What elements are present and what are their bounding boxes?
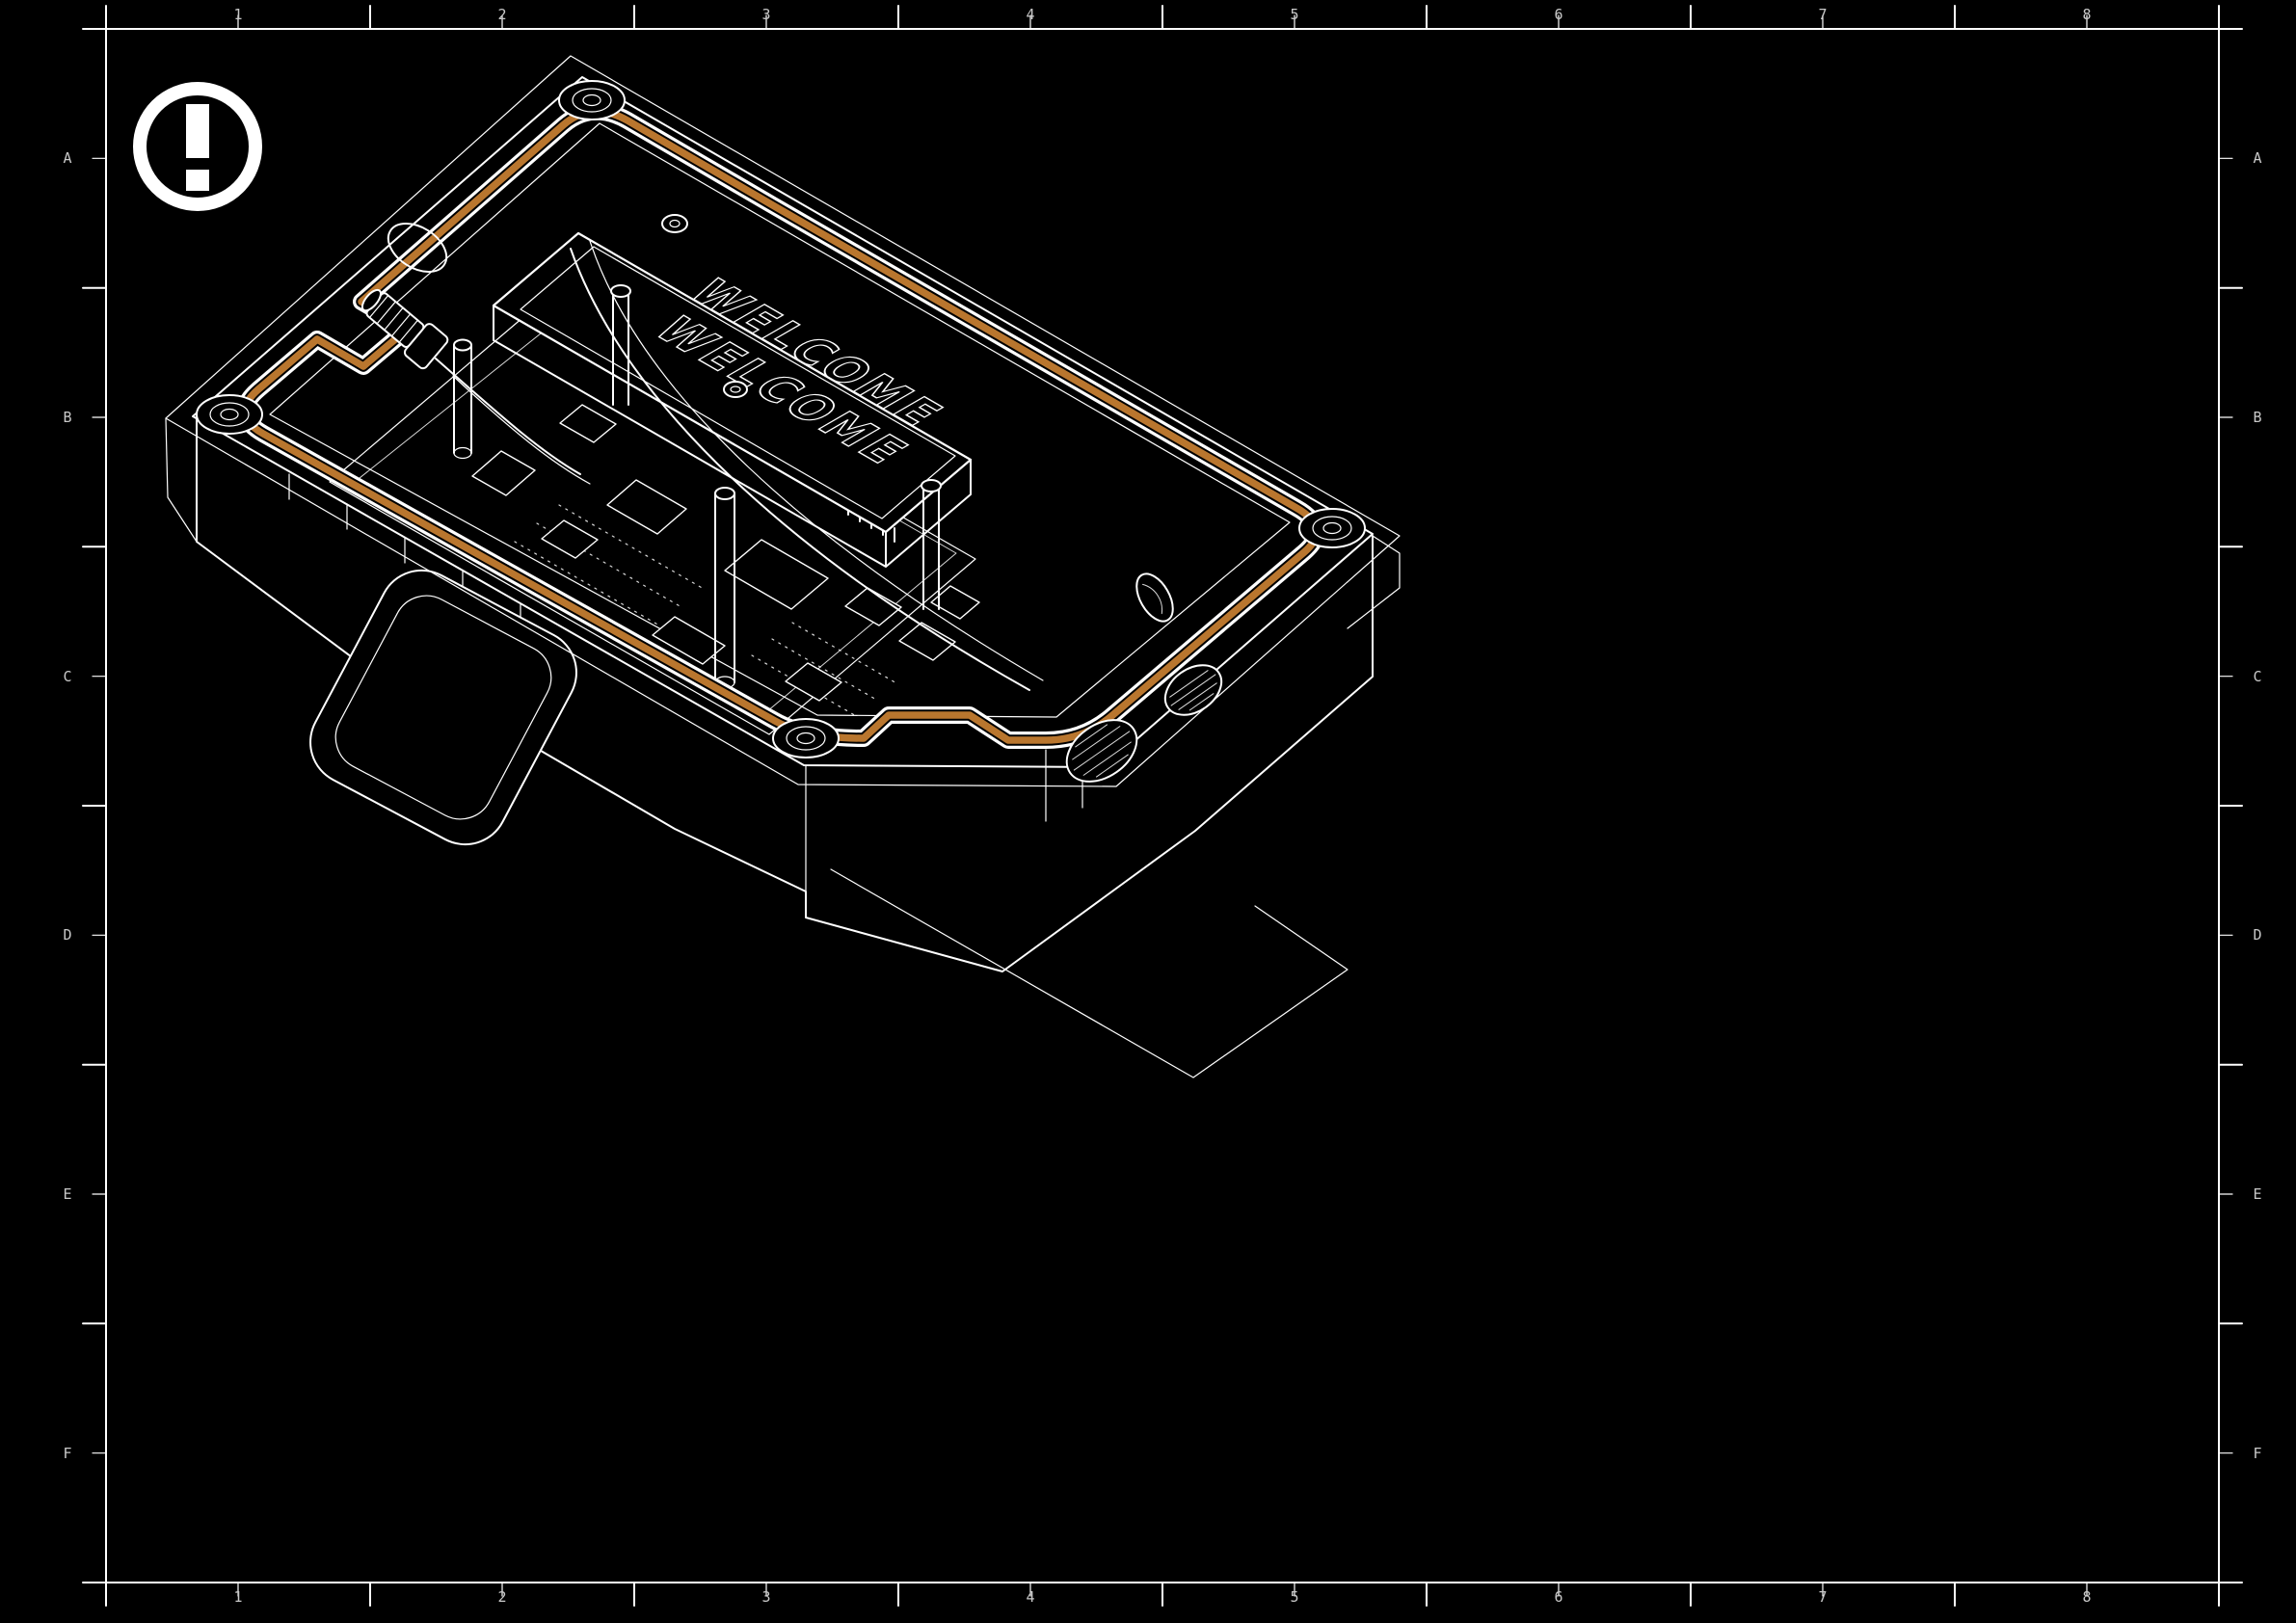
standoff-top xyxy=(610,284,631,298)
cable-wire xyxy=(435,358,581,475)
inner-wall-verticals xyxy=(805,749,1083,892)
warning-exclamation-bar xyxy=(186,104,209,158)
standoff-sides xyxy=(453,344,472,454)
zone-label: D xyxy=(63,926,71,944)
curved-cover-edge xyxy=(589,240,1044,681)
zone-label: B xyxy=(63,409,71,426)
standoff-sides xyxy=(922,485,940,610)
threaded-hole xyxy=(1065,719,1138,783)
lid-flap xyxy=(309,569,577,846)
zone-label: D xyxy=(2253,926,2261,944)
zone-label: 7 xyxy=(1818,6,1827,23)
enclosure-assembly-drawing: WELCOME WELCOME xyxy=(165,55,1401,1078)
standoff-top xyxy=(921,479,942,492)
zone-label: 4 xyxy=(1026,6,1034,23)
zone-label: 7 xyxy=(1818,1588,1827,1606)
standoff-cylinder xyxy=(921,479,942,610)
flange-oval-hole xyxy=(387,223,448,273)
lid-flap-outline xyxy=(309,569,577,846)
right-rim-step xyxy=(1347,535,1401,629)
standoff-top xyxy=(714,487,735,500)
zone-label: E xyxy=(63,1185,71,1203)
zone-label: 8 xyxy=(2082,1588,2091,1606)
screw-boss xyxy=(1298,508,1366,548)
zone-label: 6 xyxy=(1554,1588,1562,1606)
zone-label: 3 xyxy=(761,6,770,23)
cable-wire xyxy=(452,375,591,485)
warning-ring xyxy=(133,82,262,211)
zone-label: A xyxy=(63,149,71,167)
zone-label: B xyxy=(2253,409,2261,426)
zone-label: C xyxy=(63,668,71,685)
screw-boss xyxy=(196,394,263,435)
small-screw xyxy=(723,381,748,398)
exclamation-circle-icon xyxy=(133,82,262,211)
zone-label: E xyxy=(2253,1185,2261,1203)
zone-label: 2 xyxy=(497,1588,506,1606)
screw-boss xyxy=(558,80,626,120)
gland-tip xyxy=(360,288,382,312)
lower-wall-silhouette xyxy=(535,535,1374,972)
lid-flap-inner-line xyxy=(334,595,552,820)
standoff-cylinder xyxy=(714,487,735,689)
screw-boss xyxy=(772,718,840,758)
frame-major-ticks xyxy=(82,5,2243,1607)
lower-shell-open-edge xyxy=(830,868,1348,1078)
standoff-sides xyxy=(612,290,629,406)
zone-label: 6 xyxy=(1554,6,1562,23)
zone-label: 4 xyxy=(1026,1588,1034,1606)
standoff-base xyxy=(453,446,472,460)
zone-label: 1 xyxy=(233,1588,242,1606)
frame-minor-ticks xyxy=(92,14,2233,1597)
zone-label: F xyxy=(2253,1445,2261,1462)
standoff-cylinder xyxy=(453,338,472,460)
zone-label: 5 xyxy=(1290,1588,1298,1606)
pcb-components xyxy=(471,404,980,702)
zone-label: 1 xyxy=(233,6,242,23)
cover-plate-inner-line xyxy=(520,246,956,519)
zone-label: C xyxy=(2253,668,2261,685)
gland-threads xyxy=(368,294,418,343)
zone-label: 3 xyxy=(761,1588,770,1606)
cable-gland-connector xyxy=(360,288,449,370)
left-wall-silhouette xyxy=(196,415,379,678)
zone-label: A xyxy=(2253,149,2261,167)
teardrop-boss xyxy=(1135,572,1174,623)
standoff-sides xyxy=(714,492,735,683)
curved-cover-edge xyxy=(570,248,1030,691)
zone-label: F xyxy=(63,1445,71,1462)
rim-outline xyxy=(192,76,1374,768)
outer-wall-edge xyxy=(165,417,198,543)
zone-label: 2 xyxy=(497,6,506,23)
zone-label: 5 xyxy=(1290,6,1298,23)
pcb-perforated-area xyxy=(751,622,899,718)
wall-depth-ticks xyxy=(288,473,521,629)
zone-label: 8 xyxy=(2082,6,2091,23)
small-screw xyxy=(661,214,688,233)
standoff-top xyxy=(453,338,472,352)
warning-exclamation-dot xyxy=(186,170,209,191)
standoff-cylinder xyxy=(610,284,631,406)
rim-outline-outer xyxy=(165,55,1401,787)
cover-plate-extrusion xyxy=(493,305,972,568)
sheet-frame: 1 2 3 4 5 6 7 8 1 2 3 4 5 6 7 8 A B C D … xyxy=(63,5,2262,1607)
threaded-hole xyxy=(1163,664,1223,716)
